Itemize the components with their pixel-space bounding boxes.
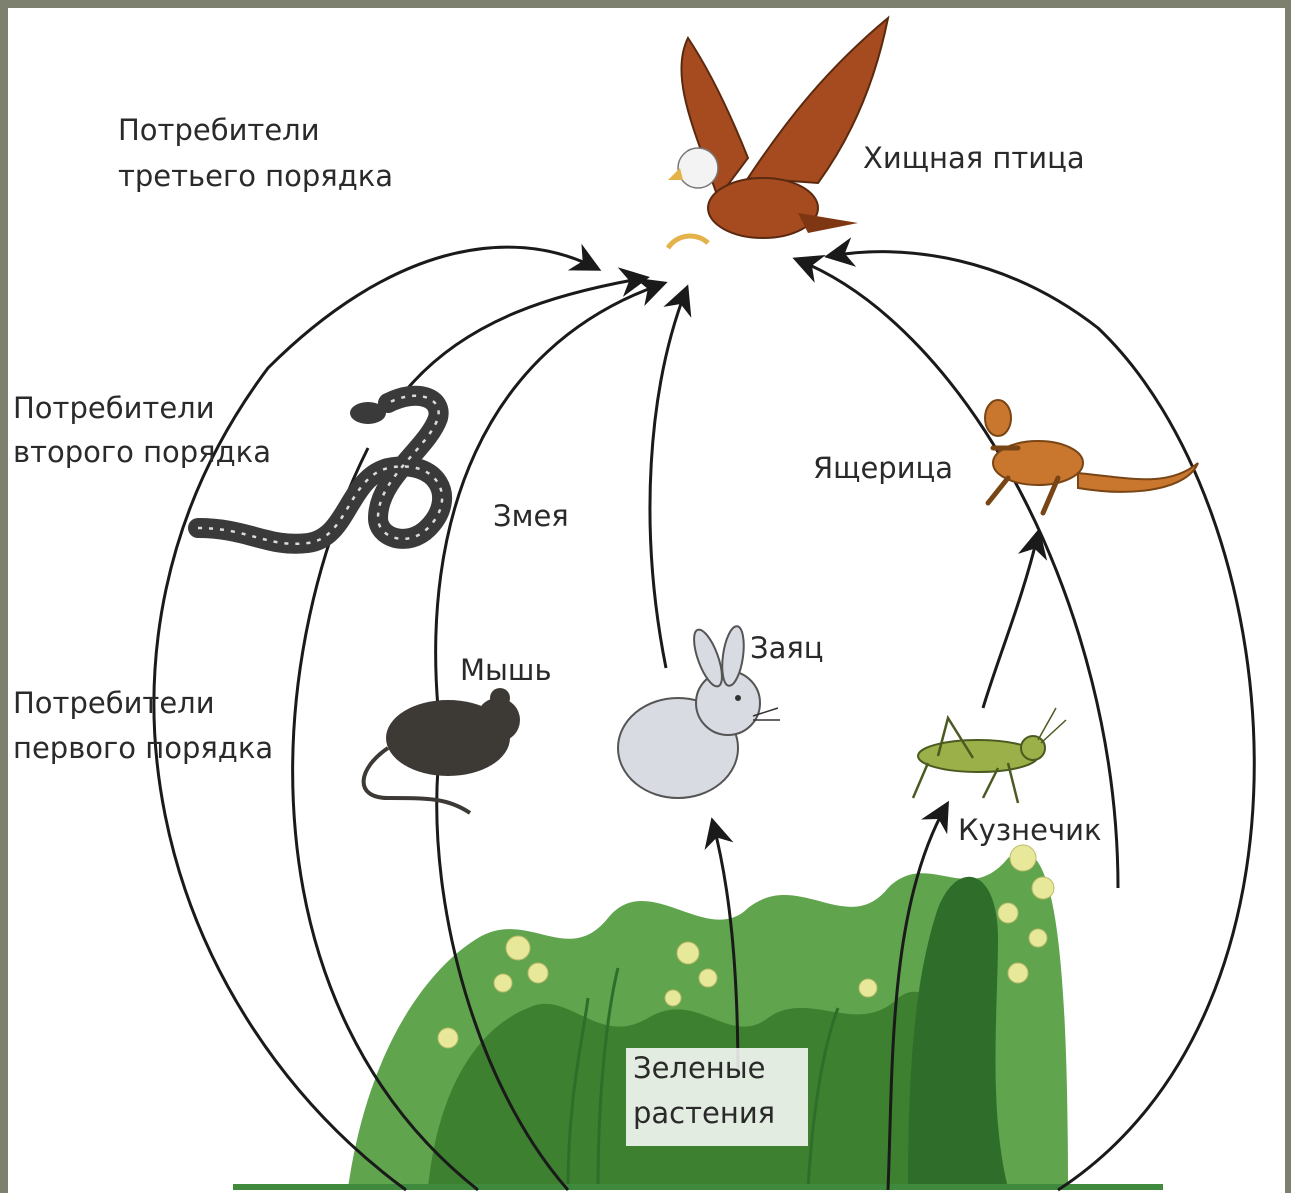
arrow-mouse-to-eagle [436, 284, 662, 708]
label-third-order-line2: третьего порядка [118, 159, 393, 193]
label-second-order-line2: второго порядка [13, 435, 271, 469]
label-mouse: Мышь [460, 653, 552, 687]
ground-line [233, 1184, 1163, 1190]
label-second-order-line1: Потребители [13, 391, 215, 425]
label-hare: Заяц [750, 631, 824, 665]
label-plants-line2: растения [633, 1096, 775, 1130]
eagle-icon [668, 18, 888, 248]
grasshopper-icon [913, 708, 1066, 803]
arrow-hare-to-eagle [650, 290, 686, 668]
label-third-order-line1: Потребители [118, 113, 320, 147]
arrow-grasshopper-to-lizard [983, 534, 1038, 708]
mouse-icon [364, 688, 520, 813]
food-web-diagram: Потребители третьего порядка Хищная птиц… [8, 8, 1285, 1193]
label-first-order-line2: первого порядка [13, 731, 273, 765]
label-plants-line1: Зеленые [633, 1051, 766, 1085]
label-lizard: Ящерица [813, 451, 953, 485]
food-web-svg: Потребители третьего порядка Хищная птиц… [8, 8, 1285, 1193]
label-raptor: Хищная птица [863, 141, 1085, 175]
label-grasshopper: Кузнечик [958, 813, 1101, 847]
label-first-order-line1: Потребители [13, 686, 215, 720]
arrow-lizard-to-eagle [798, 260, 1118, 888]
label-snake: Змея [493, 499, 569, 533]
